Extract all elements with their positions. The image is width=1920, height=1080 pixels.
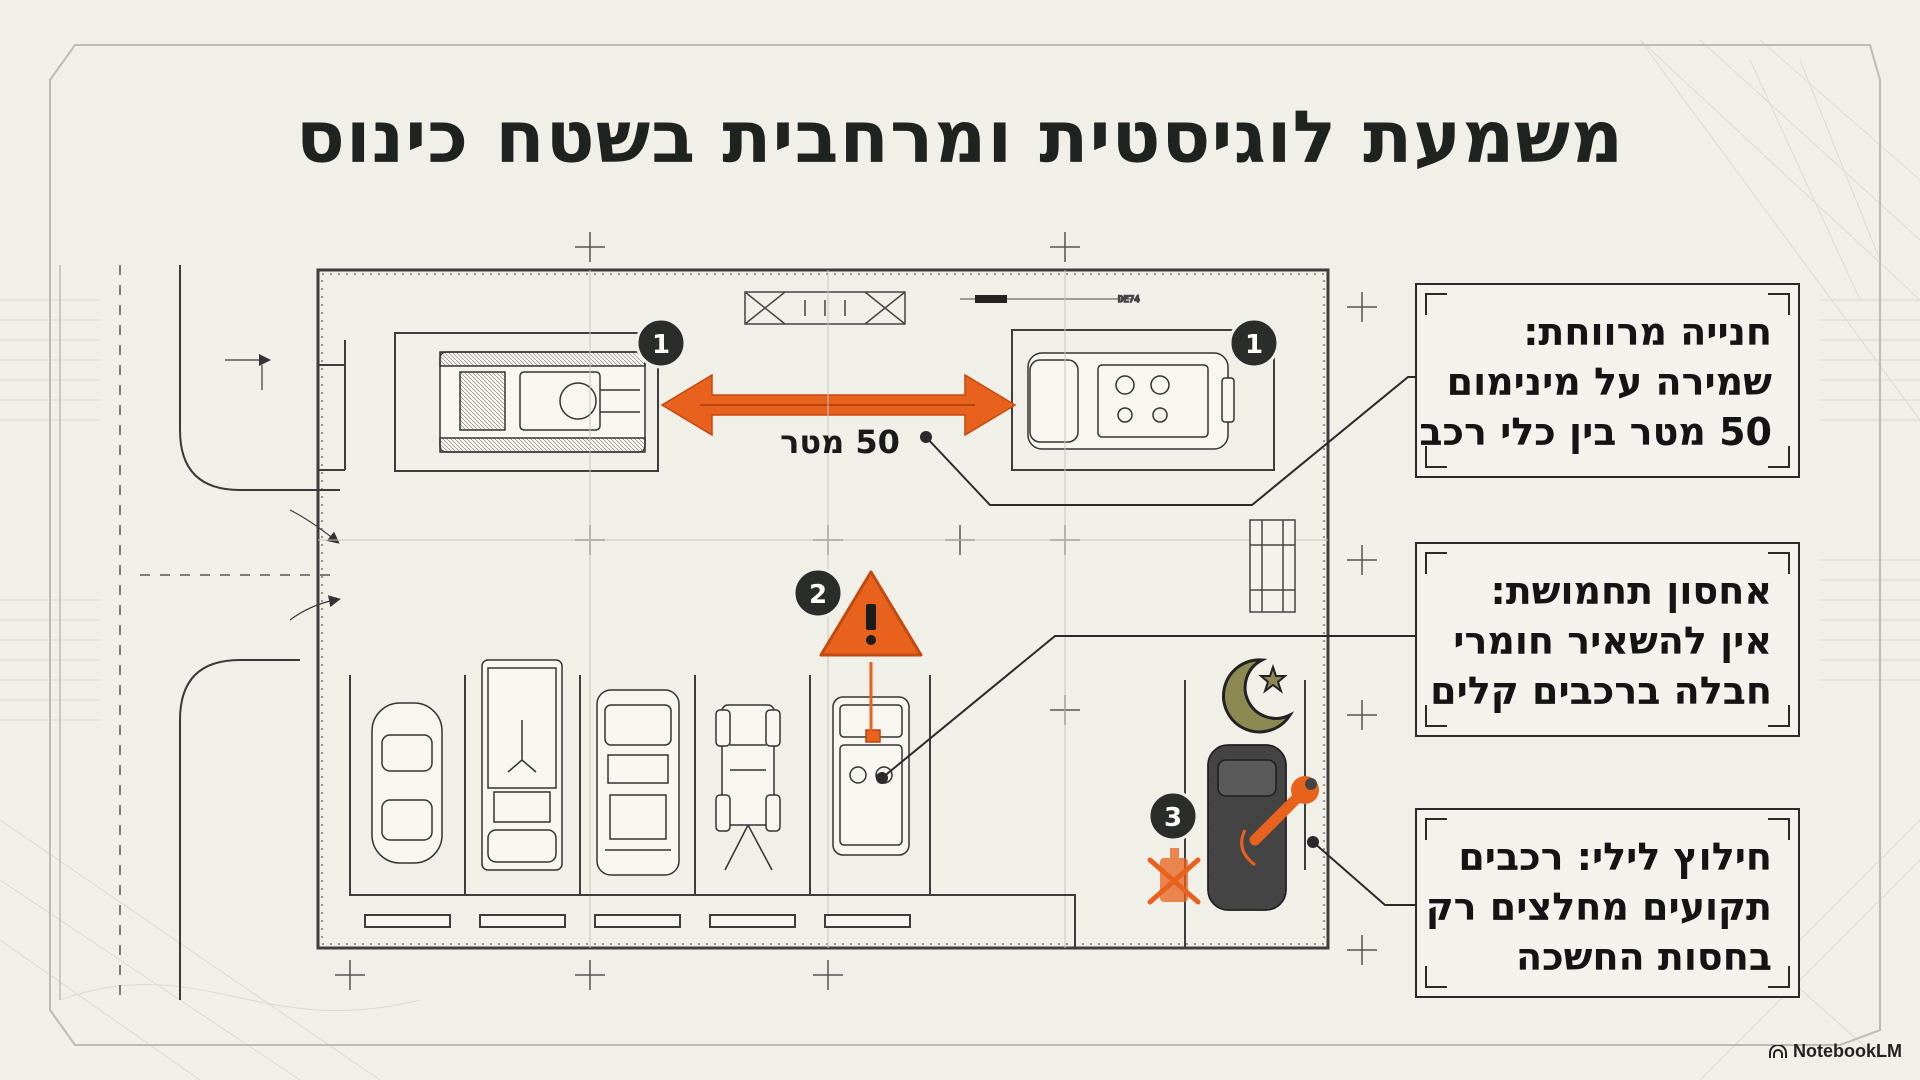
utility-buggy [715, 704, 781, 871]
utility-truck-right [1027, 352, 1235, 450]
brand-watermark: NotebookLM [1769, 1041, 1902, 1062]
top-parking-pads [394, 329, 1275, 472]
side-rack [1249, 519, 1296, 613]
warning-triangle-icon [819, 570, 923, 733]
callout-text: אין להשאיר חומרי [1453, 619, 1772, 663]
background-grid [0, 39, 1920, 1080]
bottom-parking-row [349, 675, 1306, 949]
interior-grid [318, 270, 1328, 948]
svg-text:DE74: DE74 [1118, 295, 1140, 305]
access-road [59, 265, 341, 1000]
callout-night-recovery: חילוץ לילי: רכבים תקועים מחלצים רק בחסות… [1415, 808, 1800, 998]
badge-1-right: 1 [1228, 317, 1280, 369]
distance-label: 50 מטר [780, 423, 900, 461]
badge-1-left: 1 [635, 317, 687, 369]
armored-vehicle-left [439, 351, 646, 453]
moon-star-icon [1221, 658, 1295, 734]
sedan [371, 702, 443, 864]
callout-heading: אחסון תחמושת: [1490, 569, 1773, 613]
callout-text: 50 מטר בין כלי רכב [1419, 410, 1772, 454]
badge-3: 3 [1147, 790, 1199, 842]
cargo-truck [481, 659, 563, 871]
callout-text: תקועים מחלצים רק [1425, 885, 1772, 929]
badge-number: 1 [1245, 330, 1263, 360]
callout-leaders [881, 376, 1415, 906]
badge-number: 2 [809, 580, 827, 610]
suv [596, 689, 680, 876]
callout-text: שמירה על מינימום [1446, 360, 1772, 404]
distance-arrow [660, 373, 1017, 437]
crossed-jerrycan-icon [1147, 848, 1201, 905]
brand-name: NotebookLM [1793, 1041, 1902, 1061]
disabled-vehicle [1207, 744, 1287, 911]
badge-number: 3 [1164, 803, 1182, 833]
callout-dispersed-parking: חנייה מרווחת: שמירה על מינימום 50 מטר בי… [1415, 283, 1800, 478]
compound-fence [316, 268, 1330, 950]
page-title: משמעת לוגיסטית ומרחבית בשטח כינוס [295, 95, 1625, 179]
gate-structure: DE74 [744, 291, 1140, 325]
wrench-icon [1249, 776, 1319, 846]
callout-text: חילוץ לילי: רכבים [1458, 835, 1772, 879]
callout-ammo-storage: אחסון תחמושת: אין להשאיר חומרי חבלה ברכב… [1415, 542, 1800, 737]
badge-2: 2 [792, 567, 844, 619]
outer-frame [49, 44, 1881, 1046]
notebooklm-logo-icon [1769, 1044, 1788, 1058]
leader-dots [876, 431, 1319, 848]
parked-vehicles [371, 659, 910, 876]
callout-text: חבלה ברכבים קלים [1430, 669, 1772, 713]
badge-number: 1 [652, 330, 670, 360]
callout-text: בחסות החשכה [1516, 935, 1772, 979]
callout-heading: חנייה מרווחת: [1523, 310, 1772, 354]
